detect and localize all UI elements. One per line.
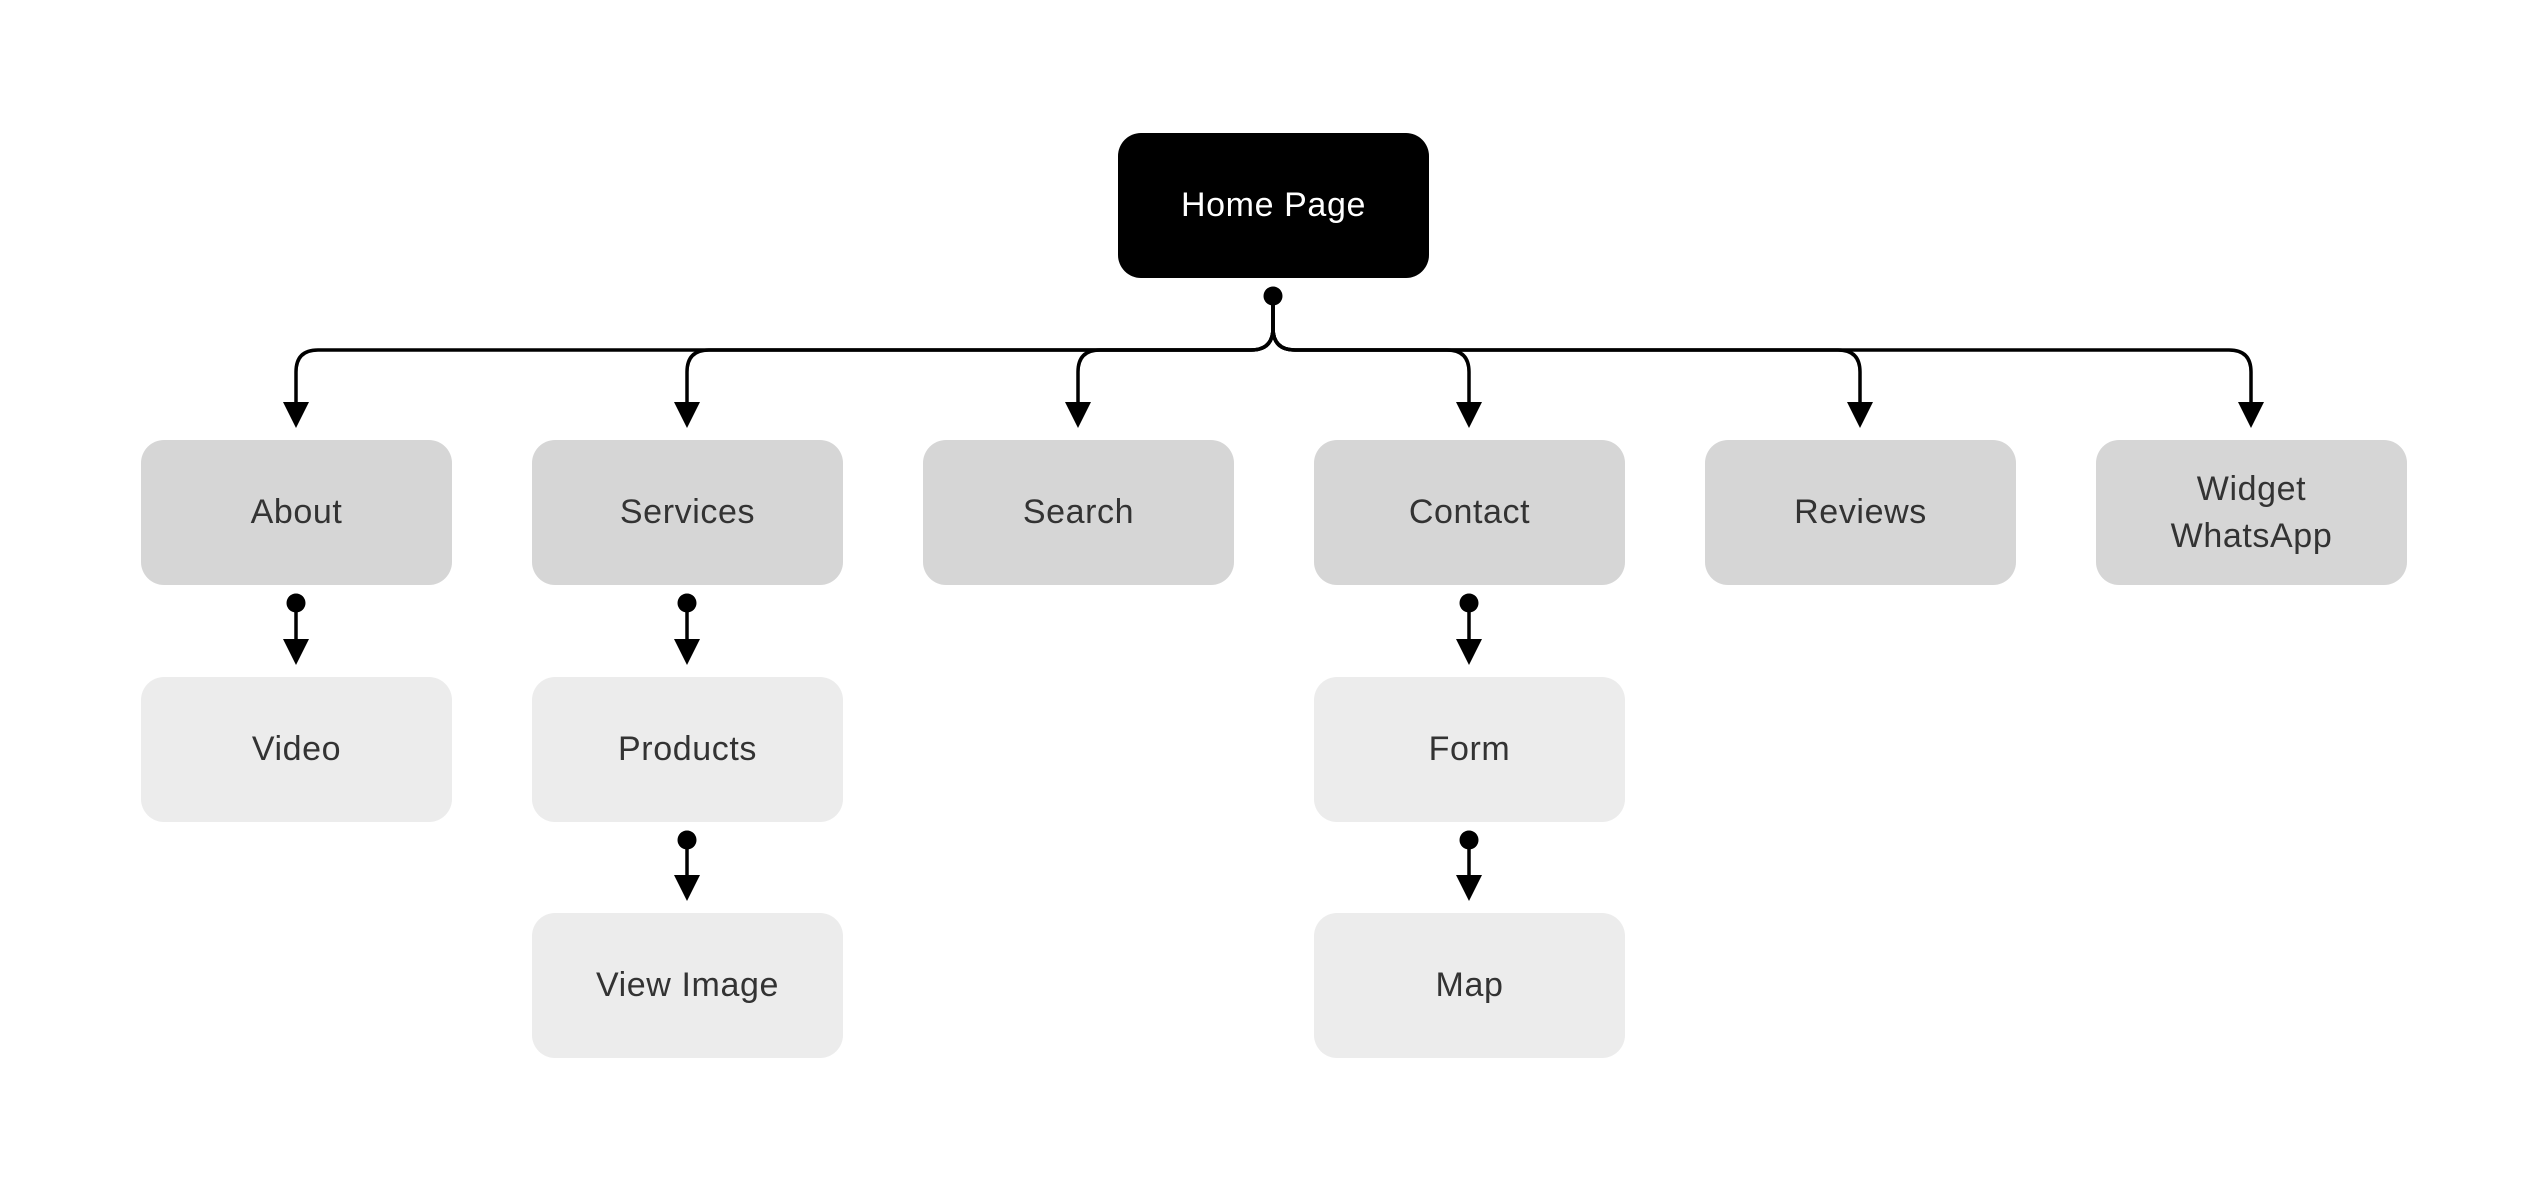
search-label: Search [1022,493,1135,531]
services-label: Services [619,493,756,531]
child-connector-4-1-arrowhead [1456,639,1482,665]
reviews-node: Reviews [1705,440,2016,585]
branch-arrowhead-3 [1065,402,1091,428]
branch-arrowhead-2 [674,402,700,428]
products-label: Products [618,730,757,768]
view-image-label: View Image [595,966,780,1004]
form-node: Form [1314,677,1625,822]
search-node: Search [923,440,1234,585]
reviews-label: Reviews [1794,493,1927,531]
services-node: Services [532,440,843,585]
video-label: Video [251,730,342,768]
about-label: About [250,493,343,531]
branch-arrowhead-6 [2238,402,2264,428]
video-node: Video [141,677,452,822]
map-node: Map [1314,913,1625,1058]
child-connector-4-2-arrowhead [1456,875,1482,901]
home-page-node: Home Page [1118,133,1429,278]
contact-label: Contact [1408,493,1531,531]
home-page-label: Home Page [1181,186,1366,224]
widget-whatsapp-label: Widget WhatsApp [2170,469,2333,555]
view-image-node: View Image [532,913,843,1058]
branch-arrowhead-5 [1847,402,1873,428]
branch-arrowhead-1 [283,402,309,428]
products-node: Products [532,677,843,822]
branch-connector-3 [1076,296,1275,404]
widget-whatsapp-node: Widget WhatsApp [2096,440,2407,585]
about-node: About [141,440,452,585]
child-connector-2-1-arrowhead [674,639,700,665]
contact-node: Contact [1314,440,1625,585]
form-label: Form [1428,730,1511,768]
branch-connector-6 [1271,296,2253,404]
child-connector-2-2-arrowhead [674,875,700,901]
map-label: Map [1435,966,1504,1004]
child-connector-1-1-arrowhead [283,639,309,665]
branch-arrowhead-4 [1456,402,1482,428]
